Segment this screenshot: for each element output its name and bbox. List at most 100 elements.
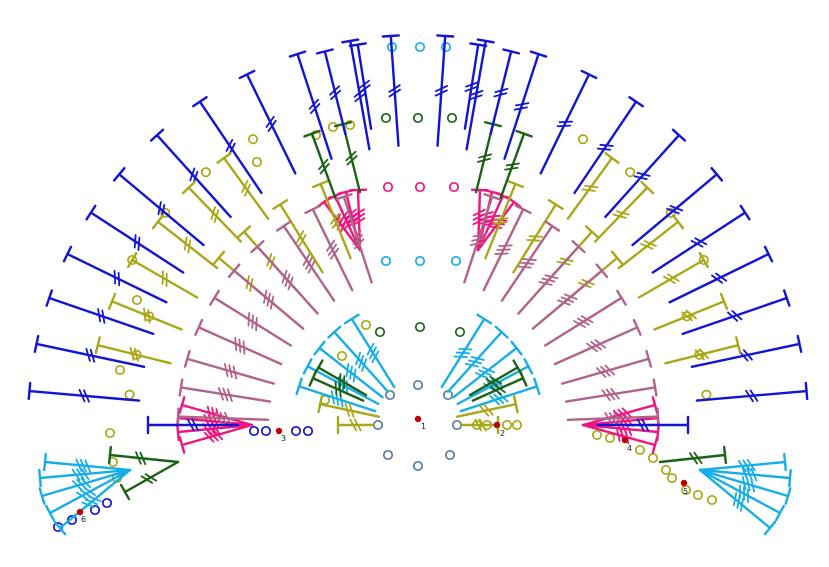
stitch-tick	[464, 85, 479, 92]
stitch	[288, 50, 333, 160]
stitch	[596, 415, 690, 435]
stitch-tick	[89, 348, 96, 363]
stitch-tick	[305, 256, 313, 270]
stitch	[681, 289, 791, 336]
stitch-post	[296, 52, 333, 160]
stitch-top-bar	[544, 220, 561, 232]
stitch-top-bar	[719, 292, 729, 310]
stitch	[127, 251, 199, 299]
stitch	[560, 349, 653, 385]
stitch-tick	[353, 418, 362, 432]
stitch-top-bar	[302, 358, 313, 375]
stitch-tick	[266, 292, 271, 307]
stitch-tick	[711, 274, 724, 284]
stitch-tick	[309, 103, 321, 114]
stitch-tick	[493, 393, 505, 404]
stitch-tick	[255, 316, 258, 332]
stitch-tick	[352, 234, 363, 245]
stitch-tick	[557, 299, 571, 306]
stitch-top-bar	[27, 381, 32, 401]
chain-stitch	[604, 432, 616, 444]
stitch-tick	[590, 340, 603, 351]
stitch-tick	[465, 81, 479, 88]
stitch-top-bar	[651, 436, 659, 454]
chain-stitch	[706, 494, 718, 506]
stitch-tick	[358, 84, 371, 94]
stitch-tick	[349, 418, 358, 432]
stitch-top-bar	[483, 193, 501, 201]
stitch-tick	[690, 239, 704, 248]
stitch-top-bar	[212, 250, 226, 266]
stitch-tick	[361, 358, 368, 372]
stitch-tick	[479, 405, 490, 417]
stitch	[181, 180, 243, 243]
stitch-tick	[487, 225, 503, 230]
stitch-top-bar	[178, 436, 186, 454]
stitch-top-bar	[514, 204, 532, 214]
stitch-tick	[538, 281, 553, 286]
stitch-tick	[513, 106, 528, 111]
stitch	[459, 377, 541, 413]
stitch-tick	[157, 201, 162, 216]
stitch-tick	[464, 362, 479, 368]
chain-stitch	[647, 452, 659, 464]
stitch-tick	[486, 214, 501, 218]
stitch-tick	[228, 364, 233, 379]
chain-stitch	[131, 294, 143, 306]
stitch-post	[474, 123, 495, 194]
stitch-tick	[129, 346, 135, 361]
chain-stitch	[101, 497, 113, 509]
stitch-tick	[477, 157, 491, 163]
round-marker-5: 5	[680, 479, 688, 496]
stitch-top-bar	[640, 180, 655, 195]
stitch-top-bar	[656, 407, 660, 426]
stitch-top-bar	[782, 289, 791, 307]
stitch-post	[89, 211, 185, 274]
stitch-top-bar	[192, 96, 208, 108]
stitch-post	[389, 34, 400, 147]
stitch-top-bar	[178, 378, 184, 397]
stitch-top-bar	[652, 378, 658, 397]
stitch	[119, 460, 180, 501]
stitch-top-bar	[317, 395, 324, 414]
chain-stitch	[200, 167, 211, 178]
stitch-post	[118, 173, 205, 247]
stitch-tick	[640, 242, 654, 250]
stitch	[566, 152, 620, 220]
chain-stitch	[451, 419, 463, 431]
stitch-tick	[219, 411, 227, 425]
stitch-top-bar	[348, 42, 367, 48]
round-marker-2: 2	[493, 421, 505, 438]
stitch-tick	[140, 475, 154, 484]
chain-stitch	[127, 254, 138, 266]
stitch-tick	[498, 244, 513, 247]
stitch	[651, 204, 751, 274]
stitch-tick	[636, 418, 645, 432]
chain-stitch	[680, 484, 692, 496]
stitch-top-bar	[722, 445, 728, 465]
stitch-post	[198, 100, 263, 195]
chain-stitch	[625, 167, 636, 178]
stitch-top-bar	[735, 336, 742, 355]
stitch-tick	[331, 217, 342, 229]
stitch-top-bar	[327, 325, 342, 339]
stitch-tick	[667, 273, 680, 282]
stitch-top-bar	[632, 318, 642, 336]
stitch-top-bar	[178, 396, 186, 414]
stitch-tick	[101, 309, 106, 324]
stitch-tick	[746, 459, 756, 472]
stitch	[553, 318, 642, 366]
chain-stitch	[414, 41, 426, 53]
stitch-top-bar	[788, 468, 792, 488]
chain-stitch	[448, 181, 460, 193]
stitch-tick	[281, 269, 288, 284]
stitch-tick	[517, 265, 532, 269]
stitch-post	[664, 343, 740, 365]
stitch	[112, 166, 205, 247]
chain-stitches	[52, 41, 718, 533]
stitch-tick	[388, 84, 401, 93]
stitch-tick	[349, 404, 355, 418]
stitch-tick	[544, 274, 559, 280]
stitch-tick	[689, 452, 698, 465]
